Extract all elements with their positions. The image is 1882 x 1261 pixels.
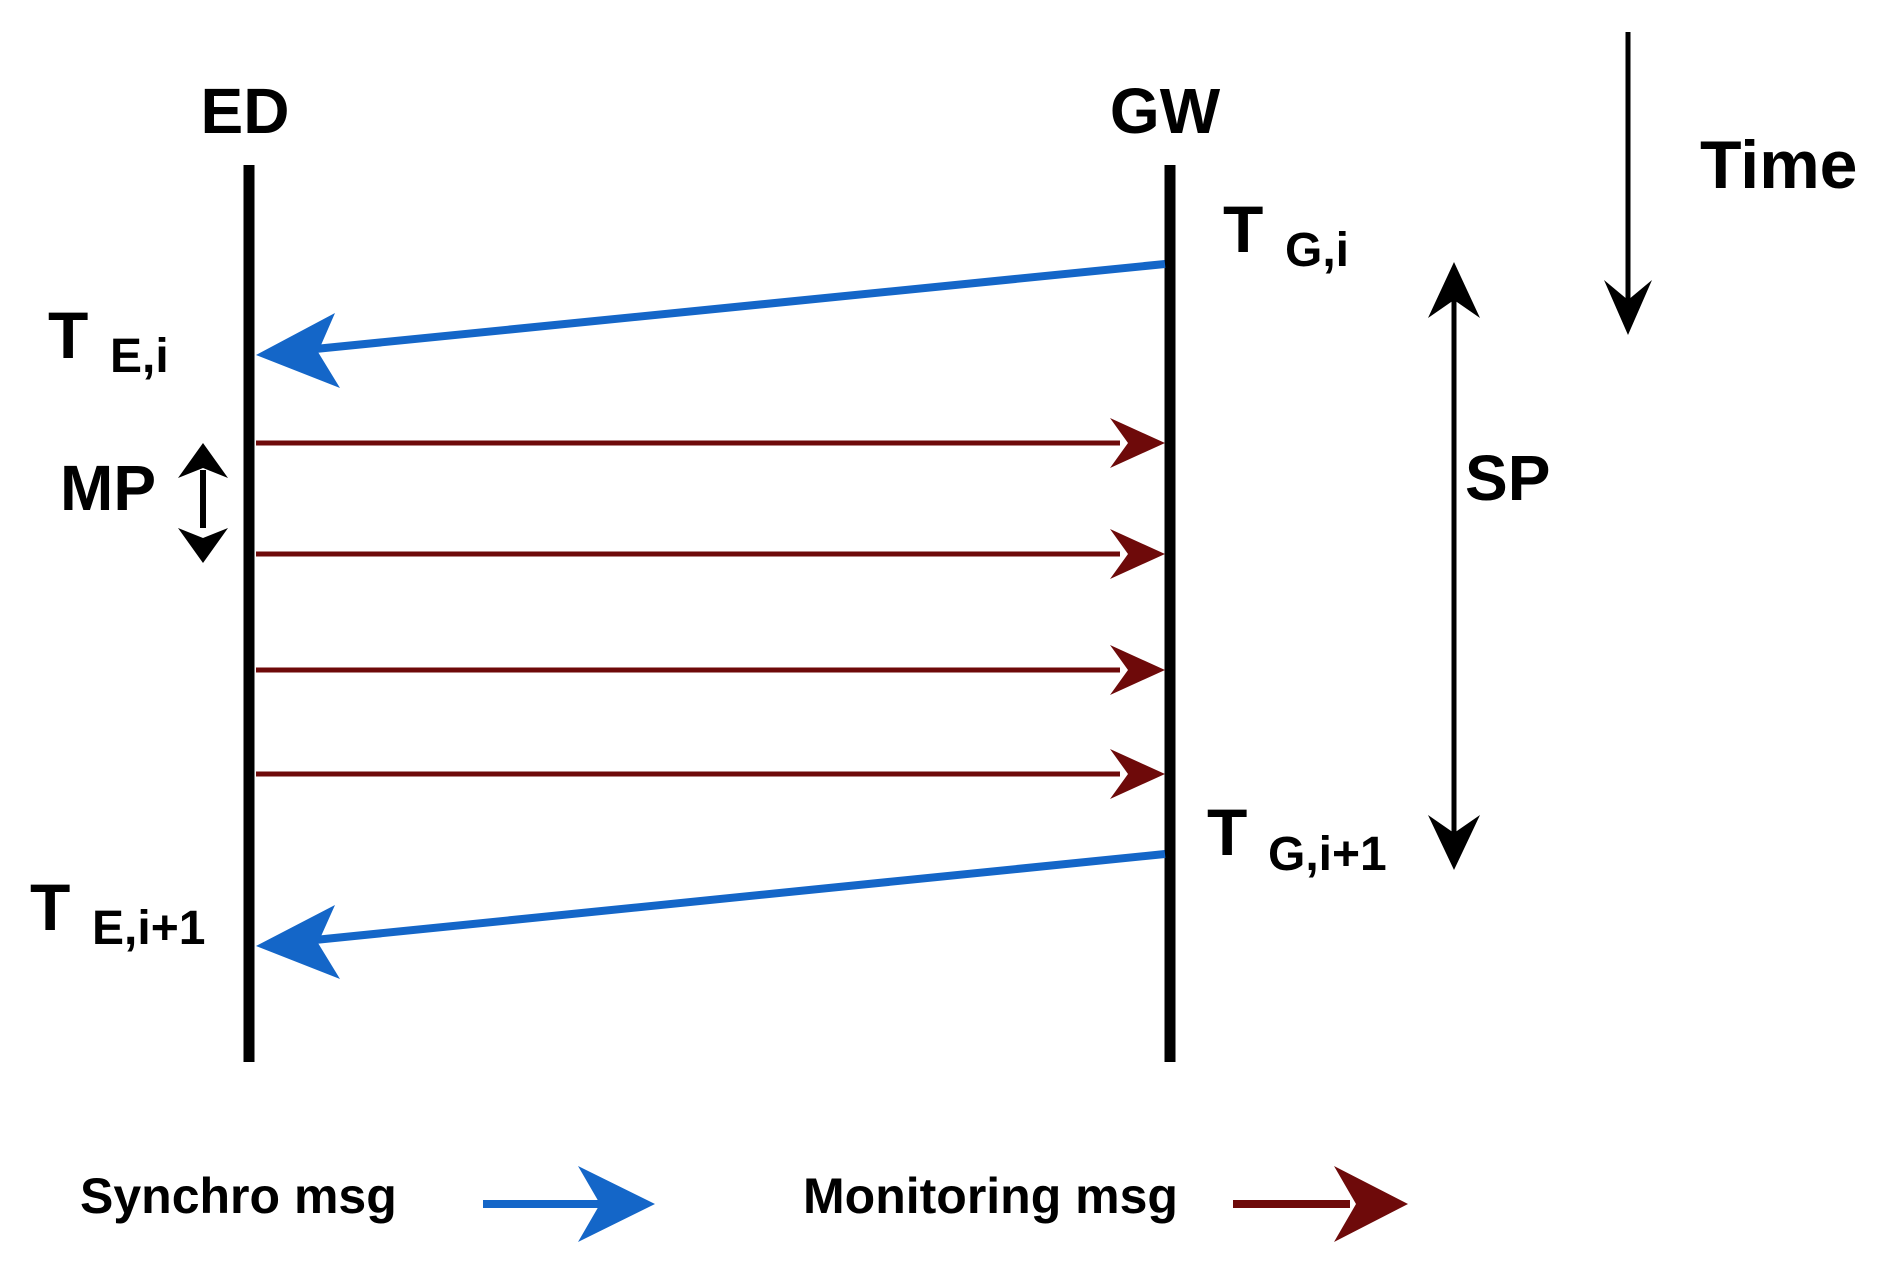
monitoring-message-3 [256, 645, 1165, 695]
legend-monitoring-arrow-icon [1233, 1166, 1408, 1242]
legend: Synchro msg Monitoring msg [80, 1166, 1408, 1242]
legend-synchro-label: Synchro msg [80, 1168, 397, 1224]
gw-participant-label: GW [1110, 75, 1221, 147]
sp-label: SP [1465, 442, 1550, 514]
time-axis-label: Time [1700, 127, 1857, 203]
timestamp-sub: E,i [110, 330, 169, 383]
timestamp-gw-first: T G,i [1223, 192, 1349, 277]
timestamp-sub: G,i+1 [1268, 828, 1387, 881]
timestamp-sub: E,i+1 [92, 902, 205, 955]
monitoring-message-1 [256, 418, 1165, 468]
timestamp-gw-next: T G,i+1 [1207, 795, 1387, 881]
legend-synchro-arrow-icon [483, 1166, 655, 1242]
monitoring-message-2 [256, 529, 1165, 579]
mp-label: MP [60, 452, 156, 524]
timestamp-main: T [48, 298, 88, 372]
timestamp-main: T [1223, 192, 1263, 266]
monitoring-message-4 [256, 749, 1165, 799]
timestamp-ed-next: T E,i+1 [30, 870, 205, 955]
legend-monitoring-label: Monitoring msg [803, 1168, 1178, 1224]
timestamp-main: T [1207, 795, 1247, 869]
ed-participant-label: ED [201, 75, 290, 147]
double-arrow-vertical-icon [178, 443, 228, 563]
arrow-down-icon [1604, 32, 1652, 335]
timestamp-sub: G,i [1285, 224, 1349, 277]
timestamp-main: T [30, 870, 70, 944]
synchro-message-2 [256, 850, 1166, 979]
timestamp-ed-first: T E,i [48, 298, 169, 383]
synchro-message-1 [256, 260, 1166, 388]
double-arrow-vertical-icon [1428, 262, 1480, 870]
